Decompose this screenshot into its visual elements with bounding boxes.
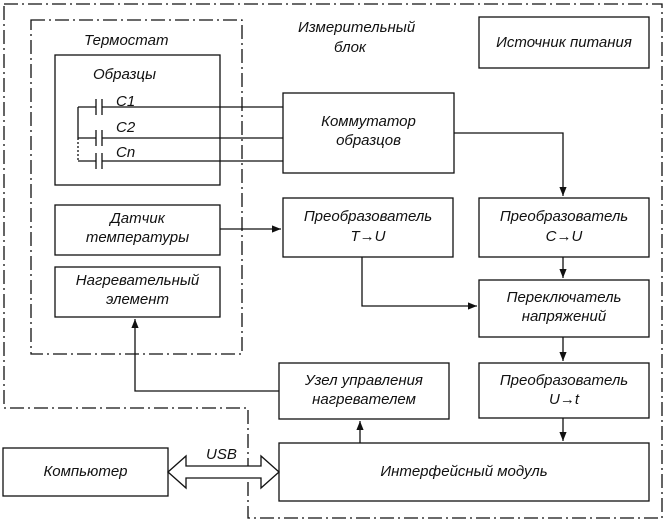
c2-label: C2 bbox=[116, 119, 136, 136]
capacitor-c2 bbox=[78, 130, 283, 146]
converter-u-box bbox=[478, 362, 650, 419]
voltage-switch-label-line2: напряжений bbox=[521, 308, 607, 325]
heater-label-line1: Нагревательный bbox=[75, 272, 200, 289]
interface-module-label: Интерфейсный модуль bbox=[380, 463, 548, 480]
converter-c-box bbox=[478, 197, 650, 258]
converter-t-box bbox=[282, 197, 454, 258]
converter-u-label-line1: Преобразователь bbox=[499, 372, 629, 389]
capacitor-c1 bbox=[78, 99, 283, 115]
converter-c-label-line1: Преобразователь bbox=[499, 208, 629, 225]
samples-label: Образцы bbox=[93, 66, 157, 83]
c1-label: C1 bbox=[116, 93, 136, 110]
converter-t-label-line1: Преобразователь bbox=[303, 208, 433, 225]
voltage-switch-label-line1: Переключатель bbox=[506, 289, 622, 306]
commutator-label-line2: образцов bbox=[336, 132, 401, 149]
usb-label: USB bbox=[206, 446, 237, 463]
measuring-block-label-line1: Измерительный bbox=[298, 19, 416, 36]
power-supply-label: Источник питания bbox=[496, 34, 632, 51]
arrow-heater-control-to-heater bbox=[131, 319, 279, 392]
commutator-label-line1: Коммутатор bbox=[321, 113, 416, 130]
computer-label: Компьютер bbox=[43, 463, 128, 480]
heater-control-label-line1: Узел управления bbox=[305, 372, 423, 389]
samples-box bbox=[54, 54, 221, 186]
arrow-converter-t-to-switch bbox=[361, 257, 477, 310]
measuring-block-boundary bbox=[3, 3, 663, 519]
temp-sensor-label-line1: Датчик bbox=[110, 210, 165, 227]
capacitor-cn bbox=[78, 153, 283, 169]
temp-sensor-box bbox=[54, 204, 221, 256]
thermostat-label: Термостат bbox=[84, 32, 169, 49]
usb-double-arrow bbox=[167, 454, 280, 490]
heater-control-label-line2: нагревателем bbox=[312, 391, 416, 408]
converter-c-label-line2: C→U bbox=[545, 228, 583, 245]
converter-t-label-line2: T→U bbox=[350, 228, 386, 245]
thermostat-boundary bbox=[30, 19, 243, 355]
heater-label-line2: элемент bbox=[105, 291, 170, 308]
measuring-block-label-line2: блок bbox=[334, 39, 366, 56]
voltage-switch-box bbox=[478, 279, 650, 338]
heater-box bbox=[54, 266, 221, 318]
cn-label: Cn bbox=[116, 144, 136, 161]
temp-sensor-label-line2: температуры bbox=[85, 229, 190, 246]
converter-u-label-line2: U→t bbox=[549, 391, 579, 408]
arrow-commutator-to-converter-c bbox=[454, 132, 567, 196]
power-supply-box bbox=[478, 16, 650, 69]
